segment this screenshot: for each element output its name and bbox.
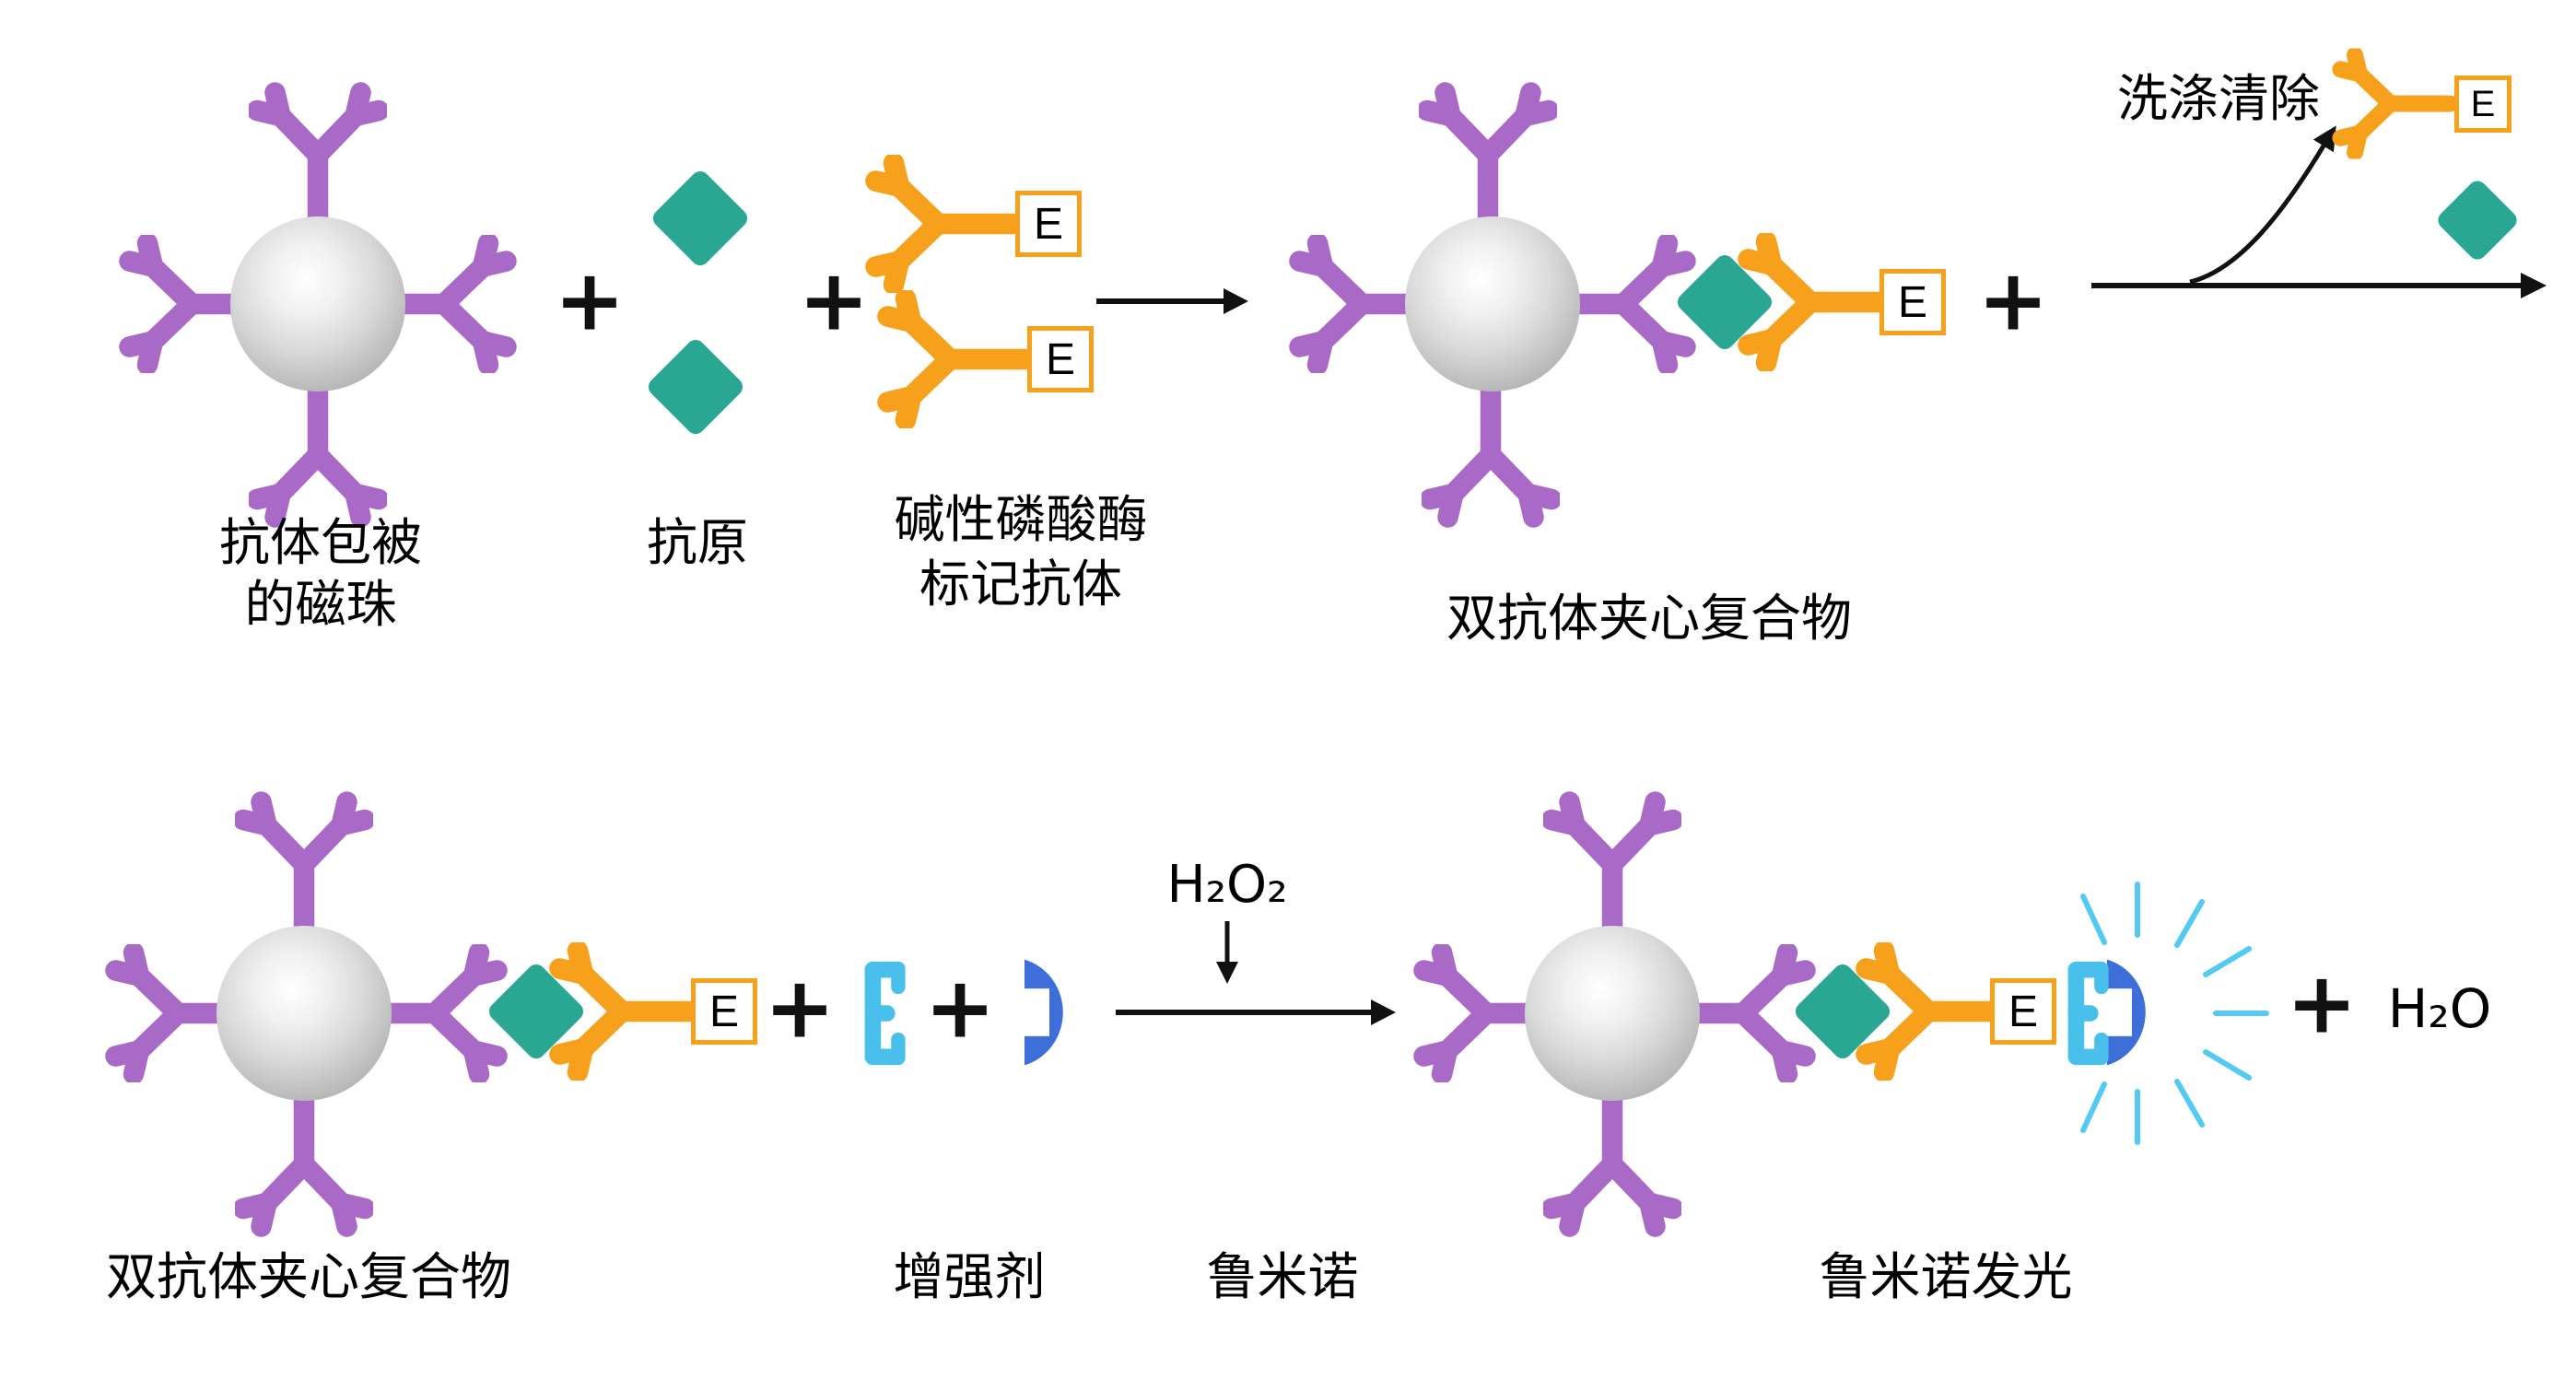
label-enhancer: 增强剂 — [893, 1247, 1046, 1306]
label-enzyme-line2: 标记抗体 — [919, 555, 1123, 614]
light-rays-icon — [2080, 882, 2269, 1145]
enzyme-box: E — [1015, 191, 1082, 257]
antibody-icon — [852, 155, 1018, 293]
antibody-icon — [1725, 233, 1891, 371]
enzyme-box: E — [1990, 978, 2056, 1045]
luminol-shape — [1025, 959, 1063, 1066]
magnetic-bead — [217, 926, 392, 1101]
magnetic-bead — [1405, 216, 1580, 391]
antigen-diamond — [649, 167, 752, 270]
label-h2o2: H₂O₂ — [1166, 855, 1288, 915]
plus-sign: + — [554, 251, 626, 350]
label-wash: 洗涤清除 — [2116, 69, 2321, 128]
antibody-icon — [1422, 375, 1560, 541]
h2o2-down-arrow — [1216, 921, 1238, 984]
label-sandwich-complex: 双抗体夹心复合物 — [1446, 589, 1853, 648]
luminol-shape — [2107, 959, 2146, 1066]
plus-sign: + — [798, 251, 870, 350]
magnetic-bead — [1525, 926, 1700, 1101]
plus-sign: + — [2286, 953, 2358, 1053]
antibody-icon — [1419, 69, 1557, 235]
antibody-icon — [1843, 942, 2008, 1081]
antigen-diamond — [644, 335, 747, 438]
enzyme-box: E — [1027, 326, 1094, 392]
antibody-icon — [249, 69, 387, 235]
plus-sign: + — [924, 958, 996, 1058]
antibody-icon — [235, 778, 373, 944]
enzyme-box: E — [691, 978, 757, 1045]
label-bead-line1: 抗体包被 — [218, 513, 423, 572]
enzyme-box: E — [1879, 269, 1946, 335]
label-enzyme-line1: 碱性磷酸酶 — [894, 490, 1148, 549]
plus-sign: + — [764, 958, 836, 1058]
label-h2o: H₂O — [2387, 977, 2492, 1040]
reaction-arrow — [1096, 288, 1248, 314]
antibody-icon — [1543, 778, 1681, 944]
enhancer-shape — [864, 961, 906, 1066]
label-antigen: 抗原 — [646, 513, 749, 572]
magnetic-bead — [230, 216, 405, 391]
label-luminol: 鲁米诺 — [1206, 1247, 1359, 1306]
antibody-icon — [1543, 1084, 1681, 1250]
label-glow: 鲁米诺发光 — [1819, 1247, 2073, 1306]
label-bead-line2: 的磁珠 — [244, 575, 397, 634]
wash-arrow — [2091, 125, 2547, 298]
antibody-icon — [536, 942, 702, 1081]
label-sandwich-complex-2: 双抗体夹心复合物 — [105, 1247, 512, 1306]
reaction-arrow-2 — [1116, 999, 1396, 1025]
enzyme-box: E — [2454, 76, 2512, 133]
plus-sign: + — [1977, 251, 2049, 350]
curved-arrow — [2189, 141, 2328, 285]
enhancer-shape — [2067, 961, 2109, 1066]
antibody-icon — [2322, 49, 2455, 159]
antibody-icon — [235, 1084, 373, 1250]
antibody-icon — [864, 290, 1030, 428]
